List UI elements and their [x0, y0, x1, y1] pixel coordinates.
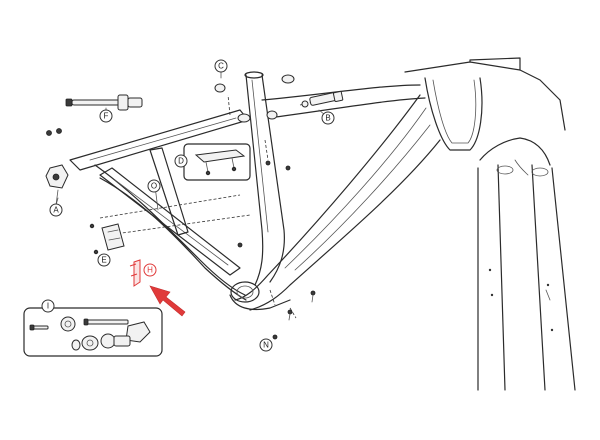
- derailleur-hanger-part: [45, 128, 69, 206]
- top-pivot-hardware: [214, 74, 295, 248]
- rear-axle-part: [65, 94, 143, 111]
- callout-d: D: [174, 154, 188, 168]
- callout-h-label: H: [147, 266, 153, 275]
- callout-b-label: B: [325, 114, 330, 123]
- callout-o-label: O: [151, 182, 157, 191]
- cable-guide-part: [89, 223, 125, 255]
- bottom-bolts: [272, 290, 316, 340]
- callout-o: O: [147, 179, 161, 193]
- assembly-guides: [94, 94, 323, 319]
- pivot-bolt-part: [301, 90, 344, 108]
- part-i-kit-box: [23, 307, 163, 357]
- callout-b: B: [321, 111, 335, 125]
- callout-c: C: [214, 59, 228, 73]
- callout-d-label: D: [178, 157, 184, 166]
- callout-c-label: C: [218, 62, 224, 71]
- red-arrow-icon: [149, 285, 186, 317]
- callout-f: F: [99, 109, 113, 123]
- callout-a: A: [49, 203, 63, 217]
- callout-h: H: [143, 263, 157, 277]
- callout-n-label: N: [263, 341, 269, 350]
- part-d-detail-box: [183, 143, 251, 181]
- callout-e-label: E: [101, 256, 106, 265]
- callout-f-label: F: [104, 112, 109, 121]
- callout-a-label: A: [53, 206, 59, 215]
- callout-e: E: [97, 253, 111, 267]
- callout-i-label: I: [47, 302, 49, 311]
- fork: [477, 137, 576, 391]
- frame-main-body: [69, 57, 566, 311]
- callout-n: N: [259, 338, 273, 352]
- leader-lines: [47, 69, 326, 346]
- callout-i: I: [41, 299, 55, 313]
- part-h-highlighted: [129, 259, 141, 287]
